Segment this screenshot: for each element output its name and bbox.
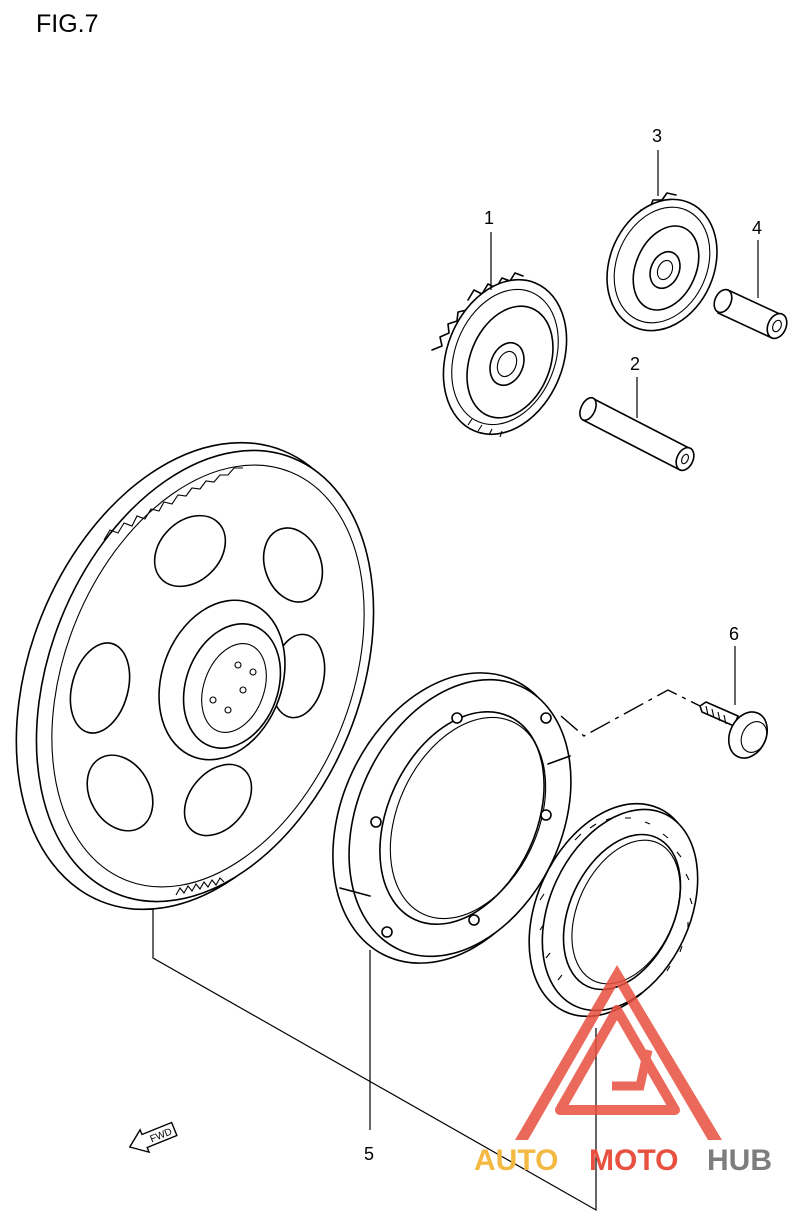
callout-5: 5 <box>364 1144 374 1164</box>
watermark-text-moto: MOTO <box>589 1144 678 1177</box>
callout-6: 6 <box>729 624 739 644</box>
part-6-bolt <box>699 701 769 759</box>
triangle-logo-icon <box>515 965 722 1140</box>
bolt-alignment-line <box>560 689 701 737</box>
callout-2: 2 <box>630 354 640 374</box>
part-2-shaft <box>579 396 695 472</box>
part-1-idle-gear <box>431 272 568 438</box>
watermark-text-hub: HUB <box>707 1144 772 1177</box>
part-4-bushing <box>713 288 788 340</box>
part-5-clutch-housing <box>332 672 572 964</box>
assembly-bracket <box>152 908 597 1212</box>
watermark-text-auto: AUTO <box>474 1144 558 1177</box>
fwd-arrow-icon: FWD <box>128 1121 178 1154</box>
watermark-wordmark: AUTO MOTO HUB <box>474 1144 772 1177</box>
part-3-gear <box>606 192 718 332</box>
one-way-clutch-sprag <box>528 802 699 1018</box>
figure-title: FIG.7 <box>36 10 99 38</box>
callout-4: 4 <box>752 218 762 238</box>
callout-3: 3 <box>652 126 662 146</box>
callout-1: 1 <box>484 208 494 228</box>
starter-driven-gear <box>15 441 375 911</box>
